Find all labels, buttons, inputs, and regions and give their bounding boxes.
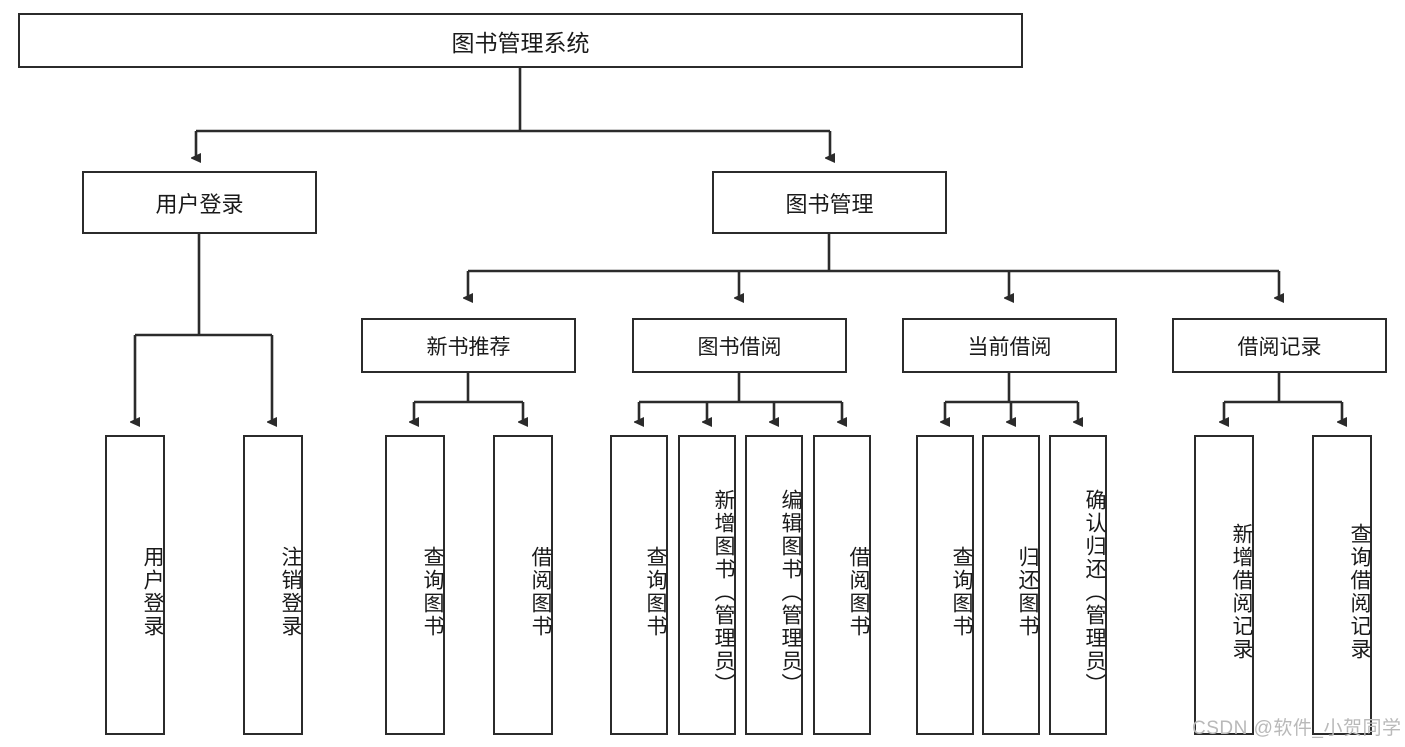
node-label: 确认归还（管理员） — [1083, 488, 1106, 696]
node-label: 注销登录 — [279, 546, 302, 638]
leaf-borrow-book[interactable]: 借阅图书 — [813, 435, 871, 735]
node-label: 借阅记录 — [1237, 335, 1322, 359]
leaf-edit-book-admin[interactable]: 编辑图书（管理员） — [745, 435, 803, 735]
node-label: 编辑图书（管理员） — [779, 488, 802, 696]
node-label: 图书借阅 — [697, 335, 782, 359]
node-label: 归还图书 — [1016, 546, 1039, 638]
leaf-logout[interactable]: 注销登录 — [243, 435, 303, 735]
node-book-management[interactable]: 图书管理 — [712, 171, 947, 234]
node-label: 查询图书 — [950, 546, 973, 638]
leaf-add-book-admin[interactable]: 新增图书（管理员） — [678, 435, 736, 735]
leaf-user-login[interactable]: 用户登录 — [105, 435, 165, 735]
node-new-book-recommend[interactable]: 新书推荐 — [361, 318, 576, 373]
node-label: 图书管理 — [785, 191, 874, 217]
node-label: 新书推荐 — [426, 335, 511, 359]
node-current-borrow[interactable]: 当前借阅 — [902, 318, 1117, 373]
node-label: 新增借阅记录 — [1230, 523, 1253, 661]
leaf-confirm-return-admin[interactable]: 确认归还（管理员） — [1049, 435, 1107, 735]
csdn-watermark: CSDN @软件_小贺同学 — [1192, 718, 1402, 739]
node-label: 借阅图书 — [847, 546, 870, 638]
leaf-query-book-recommend[interactable]: 查询图书 — [385, 435, 445, 735]
node-label: 用户登录 — [141, 546, 164, 638]
leaf-query-borrow-record[interactable]: 查询借阅记录 — [1312, 435, 1372, 735]
node-borrow-record[interactable]: 借阅记录 — [1172, 318, 1387, 373]
leaf-return-book[interactable]: 归还图书 — [982, 435, 1040, 735]
leaf-query-book-borrow[interactable]: 查询图书 — [610, 435, 668, 735]
leaf-borrow-book-recommend[interactable]: 借阅图书 — [493, 435, 553, 735]
node-user-login[interactable]: 用户登录 — [82, 171, 317, 234]
node-label: 查询借阅记录 — [1348, 523, 1371, 661]
node-label: 查询图书 — [421, 546, 444, 638]
node-label: 图书管理系统 — [451, 29, 590, 56]
node-label: 当前借阅 — [967, 335, 1052, 359]
node-root-book-management-system[interactable]: 图书管理系统 — [18, 13, 1023, 68]
leaf-query-book-current[interactable]: 查询图书 — [916, 435, 974, 735]
node-label: 借阅图书 — [529, 546, 552, 638]
node-label: 新增图书（管理员） — [712, 488, 735, 696]
leaf-add-borrow-record[interactable]: 新增借阅记录 — [1194, 435, 1254, 735]
node-label: 查询图书 — [644, 546, 667, 638]
node-book-borrow[interactable]: 图书借阅 — [632, 318, 847, 373]
node-label: 用户登录 — [155, 191, 244, 217]
